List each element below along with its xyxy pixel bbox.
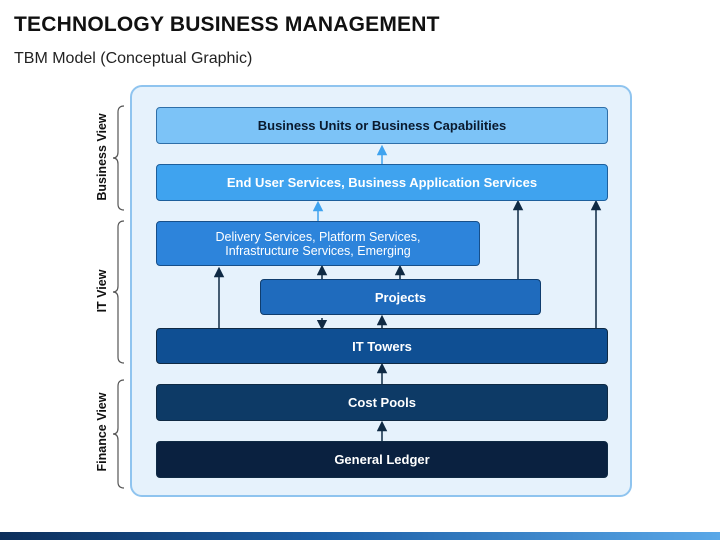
delivery-services-line2: Infrastructure Services, Emerging bbox=[225, 243, 411, 258]
projects-box: Projects bbox=[260, 279, 541, 315]
finance-view-bracket bbox=[112, 379, 125, 489]
delivery-services-box: Delivery Services, Platform Services, In… bbox=[156, 221, 480, 266]
footer-accent-bar bbox=[0, 532, 720, 540]
cost-pools-box: Cost Pools bbox=[156, 384, 608, 421]
business-units-box: Business Units or Business Capabilities bbox=[156, 107, 608, 144]
end-user-services-label: End User Services, Business Application … bbox=[226, 175, 538, 190]
general-ledger-box: General Ledger bbox=[156, 441, 608, 478]
end-user-services-box: End User Services, Business Application … bbox=[156, 164, 608, 201]
business-view-bracket bbox=[112, 105, 125, 211]
delivery-services-line1: Delivery Services, Platform Services, bbox=[215, 229, 421, 244]
projects-label: Projects bbox=[374, 289, 427, 305]
it-towers-box: IT Towers bbox=[156, 328, 608, 364]
page-subtitle: TBM Model (Conceptual Graphic) bbox=[14, 50, 253, 67]
it-view-bracket bbox=[112, 220, 125, 364]
cost-pools-label: Cost Pools bbox=[348, 395, 416, 410]
business-units-label: Business Units or Business Capabilities bbox=[257, 118, 507, 133]
general-ledger-label: General Ledger bbox=[334, 452, 430, 467]
page-title: TECHNOLOGY BUSINESS MANAGEMENT bbox=[14, 13, 440, 36]
it-towers-label: IT Towers bbox=[352, 338, 412, 354]
